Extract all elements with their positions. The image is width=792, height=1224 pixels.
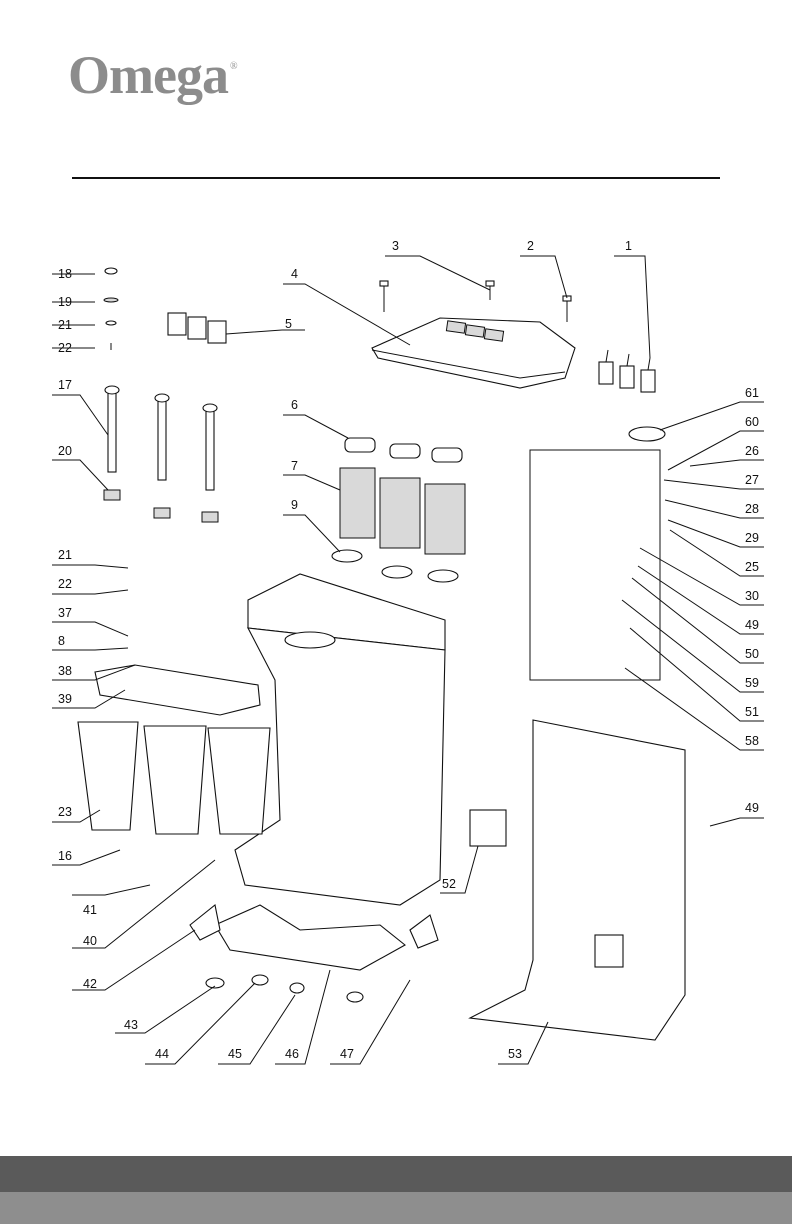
callout-44: 44 — [155, 1047, 169, 1061]
callout-59: 59 — [745, 676, 759, 690]
disc-part — [629, 427, 665, 441]
callout-26: 26 — [745, 444, 759, 458]
callout-21a: 21 — [58, 318, 72, 332]
back-panel — [470, 720, 685, 1040]
callout-51: 51 — [745, 705, 759, 719]
callout-2: 2 — [527, 239, 534, 253]
small-parts-top-left — [104, 268, 118, 350]
callout-40: 40 — [83, 934, 97, 948]
callout-53: 53 — [508, 1047, 522, 1061]
callout-23: 23 — [58, 805, 72, 819]
callout-18: 18 — [58, 267, 72, 281]
callout-49a: 49 — [745, 618, 759, 632]
callout-5: 5 — [285, 317, 292, 331]
motors — [332, 438, 465, 582]
callout-25: 25 — [745, 560, 759, 574]
callout-50: 50 — [745, 647, 759, 661]
callout-22a: 22 — [58, 341, 72, 355]
callout-47: 47 — [340, 1047, 354, 1061]
callout-22b: 22 — [58, 577, 72, 591]
junction-box — [470, 810, 506, 846]
callout-58: 58 — [745, 734, 759, 748]
callout-6: 6 — [291, 398, 298, 412]
callout-38: 38 — [58, 664, 72, 678]
callout-52: 52 — [442, 877, 456, 891]
footer-band-dark — [0, 1156, 792, 1192]
toggle-switches — [599, 350, 655, 392]
spindles — [104, 386, 218, 522]
callout-4: 4 — [291, 267, 298, 281]
callout-42: 42 — [83, 977, 97, 991]
callout-43: 43 — [124, 1018, 138, 1032]
callout-61: 61 — [745, 386, 759, 400]
callout-39: 39 — [58, 692, 72, 706]
callout-45: 45 — [228, 1047, 242, 1061]
callout-19: 19 — [58, 295, 72, 309]
footer-band-light — [0, 1192, 792, 1224]
cutout-switch-assemblies — [530, 450, 660, 680]
callout-7: 7 — [291, 459, 298, 473]
front-tray — [95, 665, 260, 715]
callout-21b: 21 — [58, 548, 72, 562]
callout-27: 27 — [745, 473, 759, 487]
callout-49b: 49 — [745, 801, 759, 815]
callout-3: 3 — [392, 239, 399, 253]
top-cover — [372, 318, 575, 388]
callout-28: 28 — [745, 502, 759, 516]
callout-17: 17 — [58, 378, 72, 392]
cups — [78, 722, 270, 834]
callout-41: 41 — [83, 903, 97, 917]
callout-46: 46 — [285, 1047, 299, 1061]
callout-20: 20 — [58, 444, 72, 458]
screws-top — [380, 281, 571, 322]
callout-1: 1 — [625, 239, 632, 253]
callout-29: 29 — [745, 531, 759, 545]
callout-9: 9 — [291, 498, 298, 512]
base-gasket — [215, 905, 405, 970]
callout-16: 16 — [58, 849, 72, 863]
callout-60: 60 — [745, 415, 759, 429]
rocker-switches — [168, 313, 226, 343]
callout-30: 30 — [745, 589, 759, 603]
callout-37: 37 — [58, 606, 72, 620]
callout-8: 8 — [58, 634, 65, 648]
